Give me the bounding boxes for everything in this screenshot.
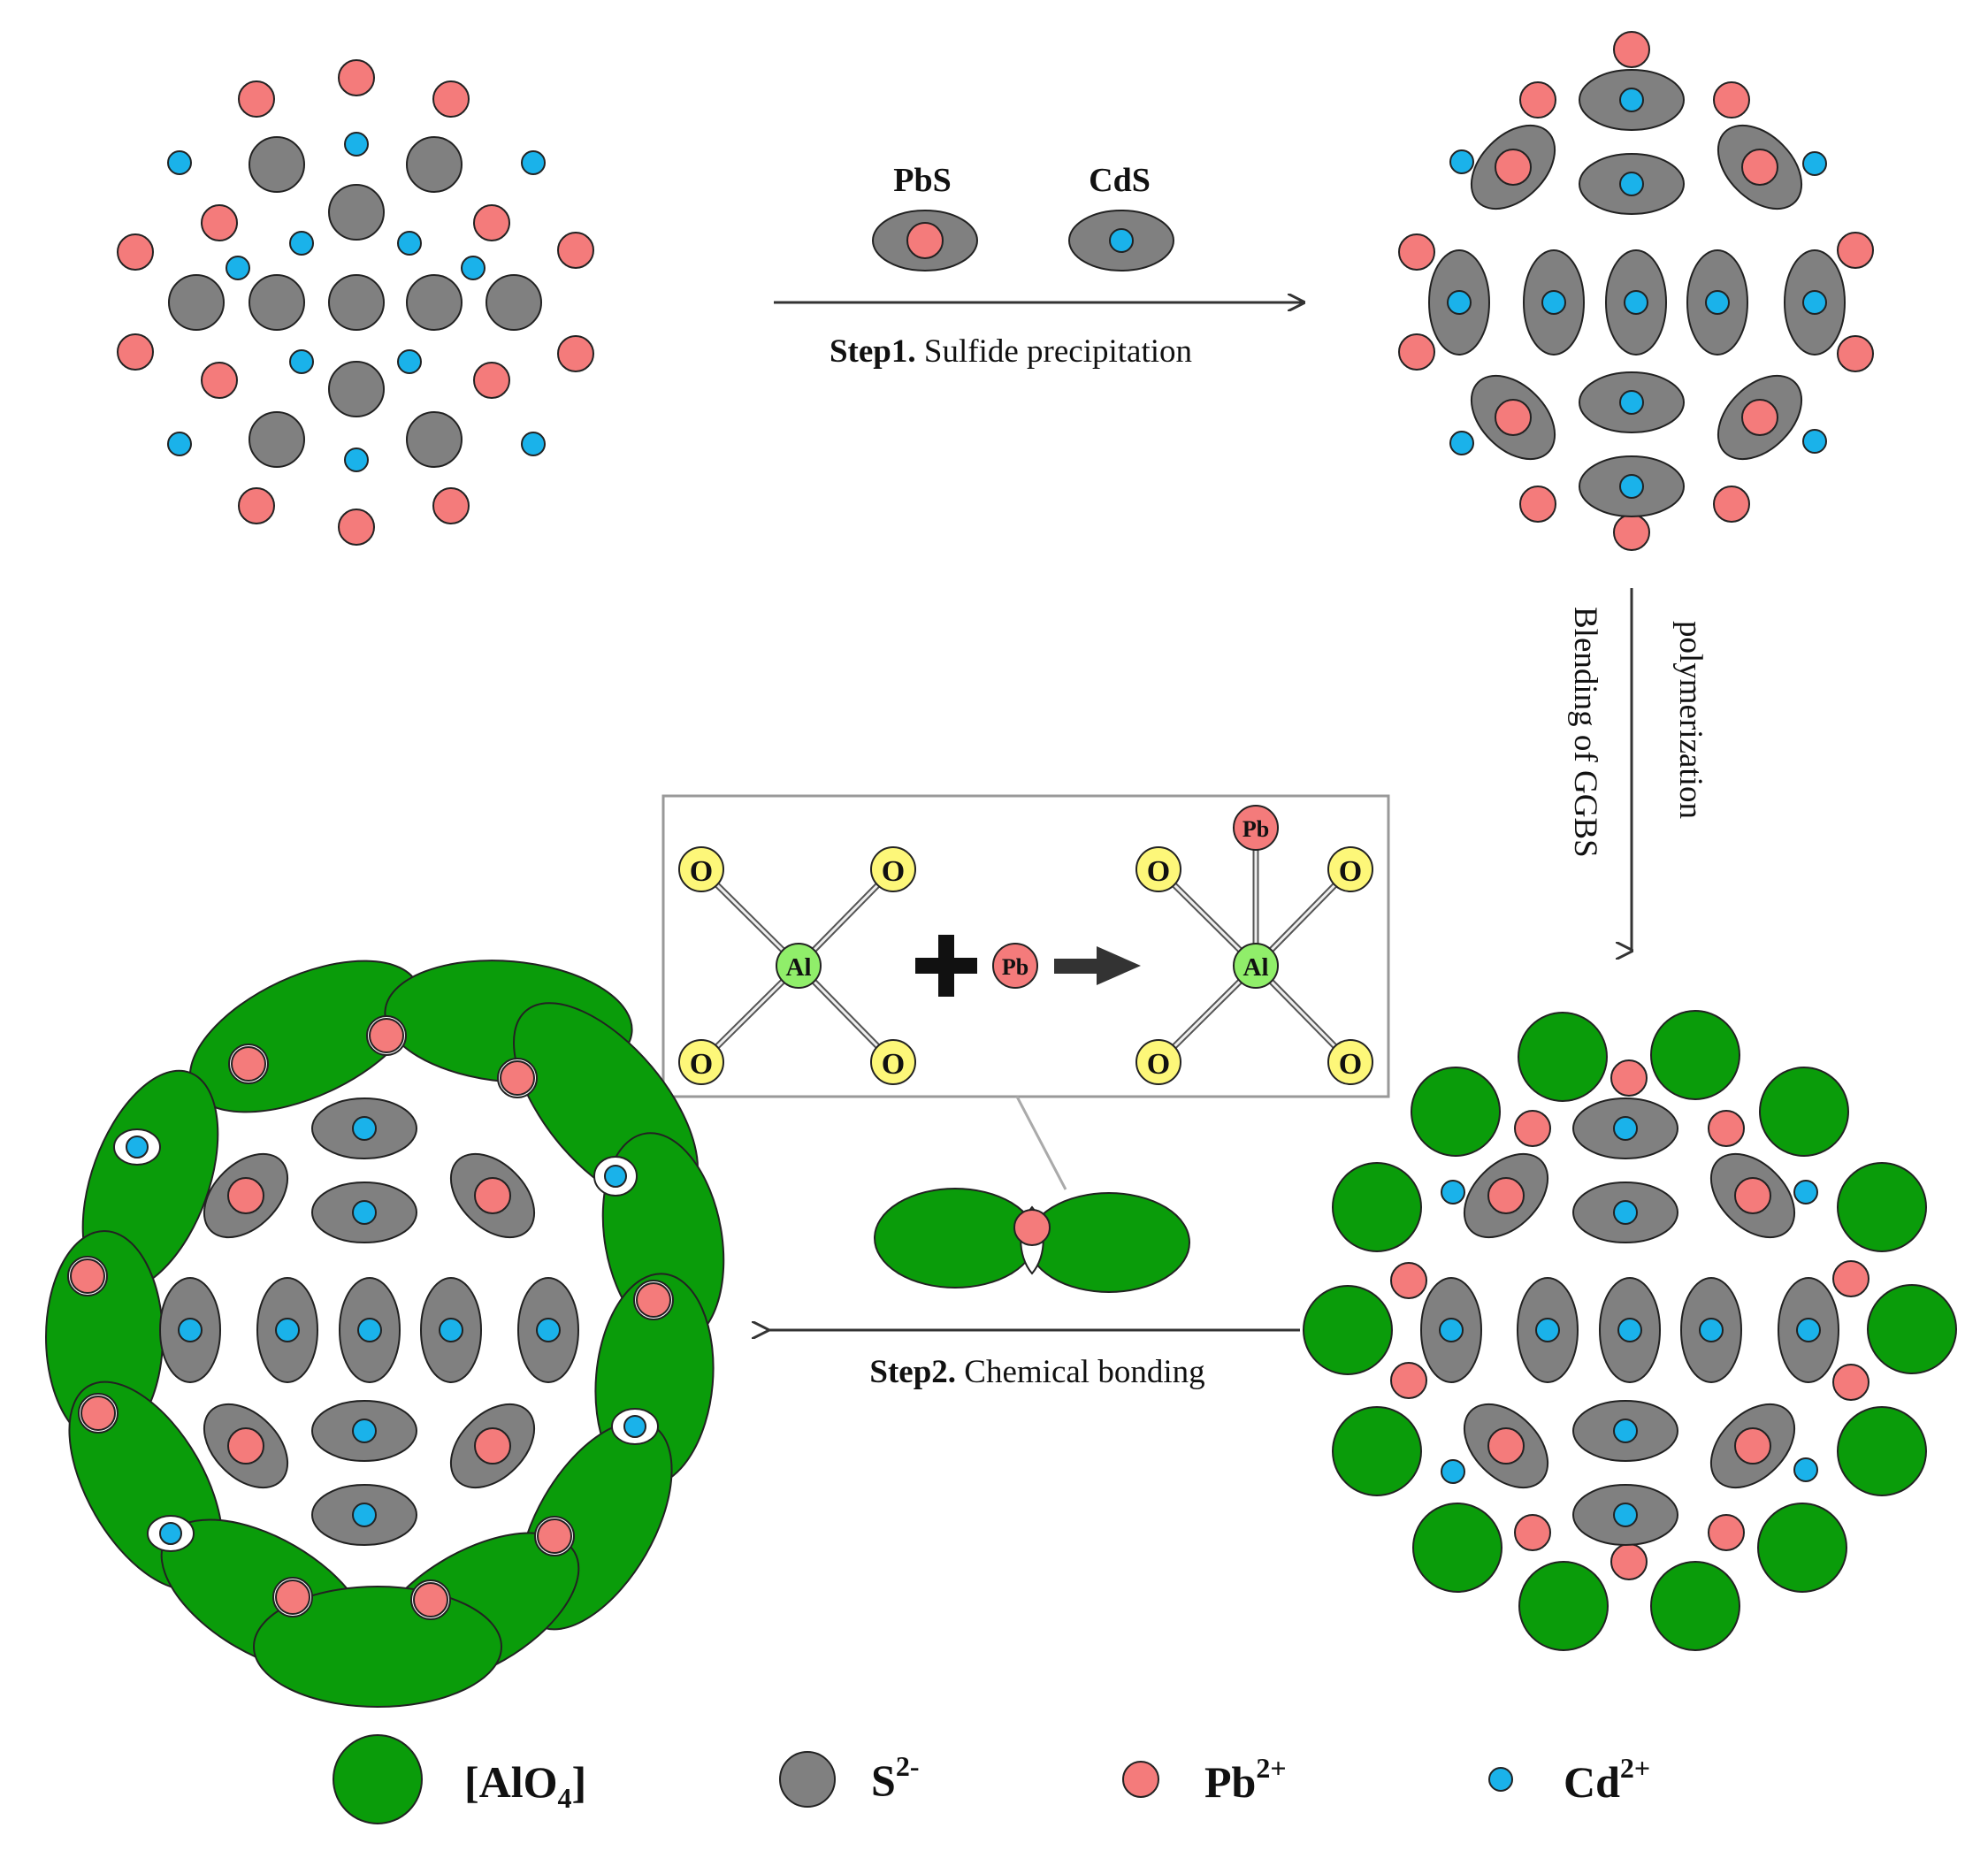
legend-cd-label: Cd2+: [1564, 1752, 1650, 1807]
blending-ggbs-label: Blending of GGBS: [1567, 607, 1603, 858]
o-label-5: O: [1147, 855, 1170, 888]
o-label-6: O: [1339, 855, 1362, 888]
step2-bold-label: Step2.: [869, 1354, 956, 1390]
pbs-pb-ion: [906, 222, 944, 259]
alo4-spheres: [1303, 1010, 1957, 1651]
step2-caption: Step2. Chemical bonding: [869, 1354, 1204, 1390]
cds-label: CdS: [1089, 162, 1151, 199]
pb-ion-group: [117, 59, 594, 546]
legend-s-label: S2-: [871, 1750, 919, 1805]
pb-atom-reactant: [992, 943, 1038, 989]
pbs-particles-tilted: [1470, 124, 1803, 461]
ring-pb-ions: [70, 1018, 671, 1617]
ion-dispersion-cluster: [117, 59, 594, 546]
legend-alo4-label: [AlO4]: [464, 1757, 586, 1814]
polymerization-label: polymerization: [1672, 621, 1709, 819]
oxygen-atoms-after: [1135, 846, 1373, 1085]
ring-cd-ions: [126, 1136, 646, 1545]
al-label-after: Al: [1243, 953, 1269, 982]
pbs-label: PbS: [893, 162, 951, 199]
reaction-arrow: [1054, 946, 1141, 985]
legend: [AlO4] S2- Pb2+ Cd2+: [333, 1734, 1650, 1824]
step1-bold-label: Step1.: [830, 333, 916, 370]
sulfide-precipitate-cluster: [1398, 31, 1874, 551]
cd-ion-group: [167, 132, 546, 472]
ggbs-pbs-cores: [1487, 1177, 1771, 1465]
s2-ion-group: [168, 136, 542, 468]
al-atom-before: [776, 943, 822, 989]
o-label-1: O: [690, 855, 713, 888]
al-label-before: Al: [786, 953, 812, 982]
legend-alo4-swatch: [333, 1734, 423, 1824]
oxygen-atoms-before: [678, 846, 916, 1085]
outer-pb-ions: [1398, 31, 1874, 551]
polymerization-annotation: polymerization Blending of GGBS: [1567, 588, 1709, 951]
cds-cd-cores: [1447, 88, 1827, 499]
alo4-ring: [45, 960, 725, 1708]
inset-connector: [1015, 1096, 1067, 1190]
o-label-7: O: [1147, 1048, 1170, 1081]
o-label-4: O: [882, 1048, 905, 1081]
bonding-inset: O O O O Al Pb: [661, 794, 1390, 1190]
outer-cd-ions: [1449, 149, 1827, 455]
ggbs-cds-cores: [1439, 1116, 1821, 1527]
ggbs-blended-cluster: [1303, 1010, 1957, 1651]
encapsulated-structure: [45, 960, 725, 1708]
legend-pb-swatch: [1122, 1761, 1159, 1798]
step2-rest-label: Chemical bonding: [956, 1354, 1205, 1390]
legend-s-swatch: [779, 1751, 836, 1808]
ggbs-cd-ions: [1441, 1180, 1818, 1484]
step1-rest-label: Sulfide precipitation: [916, 333, 1192, 370]
legend-cd-swatch: [1488, 1767, 1513, 1792]
o-label-2: O: [882, 855, 905, 888]
plus-sign: [915, 935, 977, 997]
step2-annotation: Step2. Chemical bonding: [768, 1330, 1300, 1390]
cds-cd-ion: [1109, 228, 1134, 253]
pb-atom-bonded: [1233, 805, 1279, 851]
pb-label-bonded: Pb: [1242, 816, 1269, 842]
step1-caption: Step1. Sulfide precipitation: [830, 333, 1192, 370]
ggbs-cds-vertical: [1420, 1277, 1839, 1383]
pbs-pb-cores: [1495, 149, 1778, 436]
inner-pbs-cores: [227, 1177, 511, 1465]
legend-pb-label: Pb2+: [1204, 1752, 1287, 1807]
step1-annotation: PbS CdS Step1. Sulfide precipitation: [774, 162, 1304, 370]
ggbs-pb-ions: [1390, 1059, 1869, 1580]
bonded-alo4-pair: [874, 1188, 1190, 1293]
o-label-3: O: [690, 1048, 713, 1081]
pb-label-reactant: Pb: [1002, 954, 1028, 980]
inner-cds-cores: [178, 1116, 561, 1527]
al-atom-after: [1233, 943, 1279, 989]
o-label-8: O: [1339, 1048, 1362, 1081]
